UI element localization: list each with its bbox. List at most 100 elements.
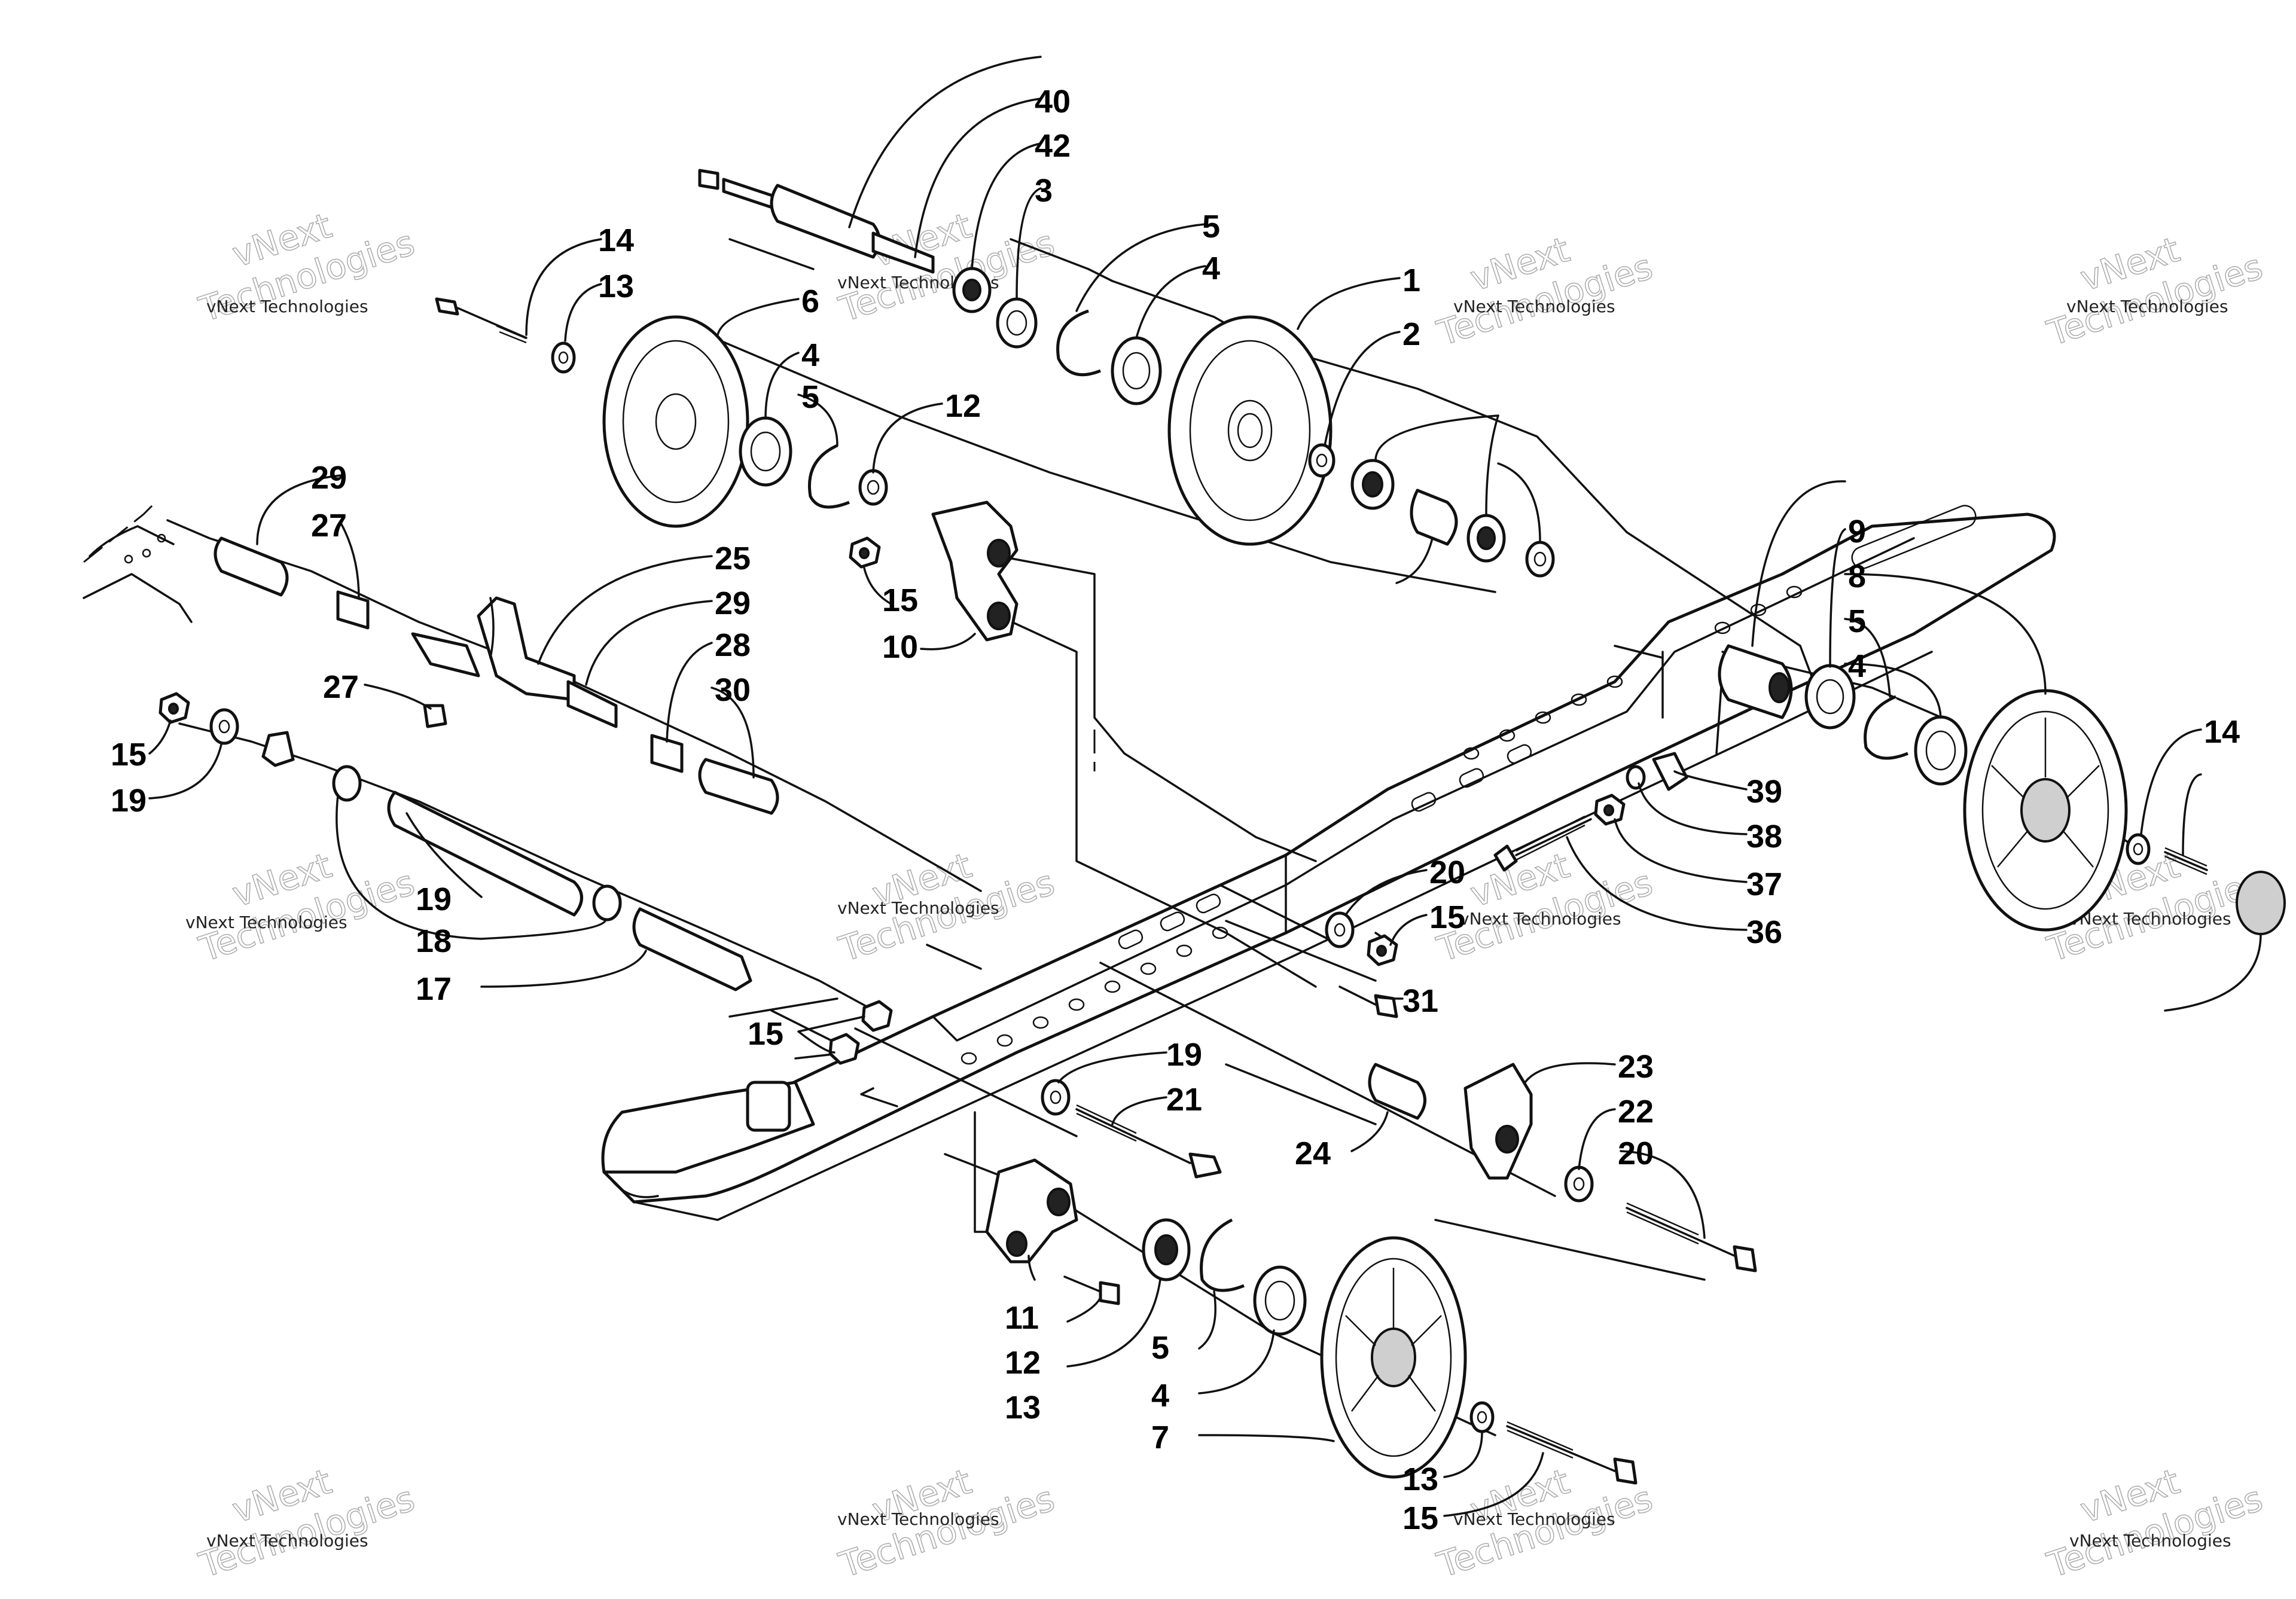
- callout-5: 5: [1848, 603, 1866, 639]
- washer-2: [1308, 443, 1335, 478]
- spacer-block-left: [261, 731, 295, 767]
- bearing-top: [1111, 336, 1162, 405]
- bracket-23: [1463, 1063, 1533, 1180]
- callout-18: 19: [416, 881, 452, 917]
- idler-wheel-7: [1320, 1236, 1467, 1479]
- hub-40: [1718, 644, 1793, 719]
- callout-12: 13: [1005, 1390, 1041, 1426]
- callout-5: 5: [801, 379, 819, 415]
- bushing-9: [1804, 664, 1856, 730]
- callout-16: 17: [416, 971, 452, 1007]
- nut-15-top: [849, 536, 881, 569]
- bushing-36b: [1466, 514, 1506, 563]
- watermark: vNext Technologies: [834, 844, 1060, 970]
- callout-26: 27: [323, 669, 359, 705]
- idler-wheel-1: [1167, 315, 1333, 546]
- callout-8: 8: [1848, 559, 1866, 594]
- spacer-39: [1410, 489, 1458, 546]
- callout-34: 39: [1746, 774, 1782, 810]
- callout-4: 4: [1202, 251, 1220, 286]
- callout-27: 28: [715, 627, 751, 663]
- bracket-10-top: [931, 501, 1019, 642]
- tube-18: [387, 791, 583, 917]
- watermark-text: vNext Technologies: [837, 1509, 999, 1529]
- callout-15: 15: [1429, 899, 1465, 935]
- washer-33: [1626, 765, 1646, 790]
- bolt-11: [1063, 1275, 1120, 1305]
- snap-ring-top: [1056, 309, 1101, 377]
- callout-25: 25: [715, 541, 751, 576]
- bushing-27-left: [336, 590, 370, 630]
- leader-lines: [148, 56, 2262, 1517]
- watermark-text: vNext Technologies: [2066, 297, 2228, 316]
- bolt-20: [1075, 1104, 1222, 1179]
- washer-13-right: [2126, 833, 2151, 865]
- callout-19: 19: [1166, 1037, 1202, 1073]
- callout-30: 31: [1402, 983, 1438, 1019]
- snap-ring-bottom: [1200, 1218, 1245, 1292]
- watermark: vNext Technologies: [1432, 228, 1658, 354]
- callout-15: 15: [882, 582, 918, 618]
- watermark-text: vNext Technologies: [1459, 909, 1621, 929]
- bolt-31: [1493, 815, 1592, 872]
- watermark: vNext Technologies: [2042, 1460, 2268, 1586]
- bolt-14-bottom: [1506, 1421, 1638, 1485]
- callout-13: 13: [598, 268, 634, 304]
- bolt-30: [1338, 985, 1398, 1018]
- watermark-text: vNext Technologies: [206, 1531, 368, 1551]
- cap-42: [2236, 871, 2286, 935]
- callout-33: 38: [1746, 819, 1782, 855]
- axle-shaft: [698, 169, 935, 274]
- rail-left-fragment: [83, 501, 193, 623]
- callout-13: 14: [2204, 714, 2240, 750]
- nut-15-right: [1367, 934, 1398, 966]
- callout-15: 15: [748, 1016, 783, 1052]
- slide-rail-frame: [602, 505, 2056, 1221]
- callout-13: 13: [1402, 1461, 1438, 1497]
- pivot-boss-24: [1368, 1063, 1426, 1120]
- watermark-text: vNext Technologies: [1453, 1509, 1615, 1529]
- callout-21: 20: [1618, 1136, 1654, 1171]
- spacer-34: [1652, 752, 1688, 791]
- ring-17-left: [332, 765, 362, 802]
- nut-15-left: [158, 692, 190, 724]
- tube-29-left: [214, 536, 289, 597]
- callout-5: 5: [1202, 209, 1220, 245]
- callout-27: 27: [311, 508, 347, 544]
- grease-fitting-26: [423, 704, 447, 728]
- callout-6: 6: [801, 283, 819, 319]
- callout-7: 7: [1151, 1420, 1169, 1455]
- bracket-10-bottom: [985, 1158, 1078, 1264]
- callout-10: 10: [882, 629, 918, 665]
- bushing-36-top: [952, 267, 992, 313]
- washer-13-top: [551, 341, 576, 374]
- nut-32: [1594, 794, 1626, 826]
- bushing-36: [1350, 459, 1395, 510]
- callout-28: 29: [715, 585, 751, 621]
- idler-wheel-8: [1963, 689, 2128, 932]
- sleeve-16: [632, 907, 752, 991]
- watermark: vNext Technologies: [194, 1460, 420, 1586]
- ring-17-right: [592, 884, 622, 921]
- bolt-21: [1626, 1202, 1757, 1273]
- callout-labels: 40 42 3 5 4 1 2 14 13 6 4 5 12 15 10 29 …: [111, 84, 2240, 1536]
- washer-19-right: [1325, 911, 1355, 948]
- callout-19: 19: [111, 783, 147, 819]
- bearing-right: [1914, 715, 1968, 786]
- callout-4: 4: [1848, 648, 1866, 684]
- callout-29: 29: [311, 460, 347, 496]
- callout-5: 5: [1151, 1330, 1169, 1366]
- callout-14: 15: [1402, 1500, 1438, 1536]
- watermark-text: vNext Technologies: [837, 898, 999, 918]
- callout-22: 22: [1618, 1094, 1654, 1130]
- washer-19-mid: [1041, 1079, 1071, 1116]
- callout-23: 23: [1618, 1049, 1654, 1085]
- callout-31: 36: [1746, 914, 1782, 950]
- callout-17: 18: [416, 923, 452, 959]
- rail-holes: [961, 505, 1977, 1065]
- washer-13-bottom: [1469, 1401, 1495, 1433]
- callout-4: 4: [1151, 1378, 1169, 1414]
- washer-19-left: [209, 708, 239, 745]
- callout-10: 11: [1005, 1300, 1039, 1336]
